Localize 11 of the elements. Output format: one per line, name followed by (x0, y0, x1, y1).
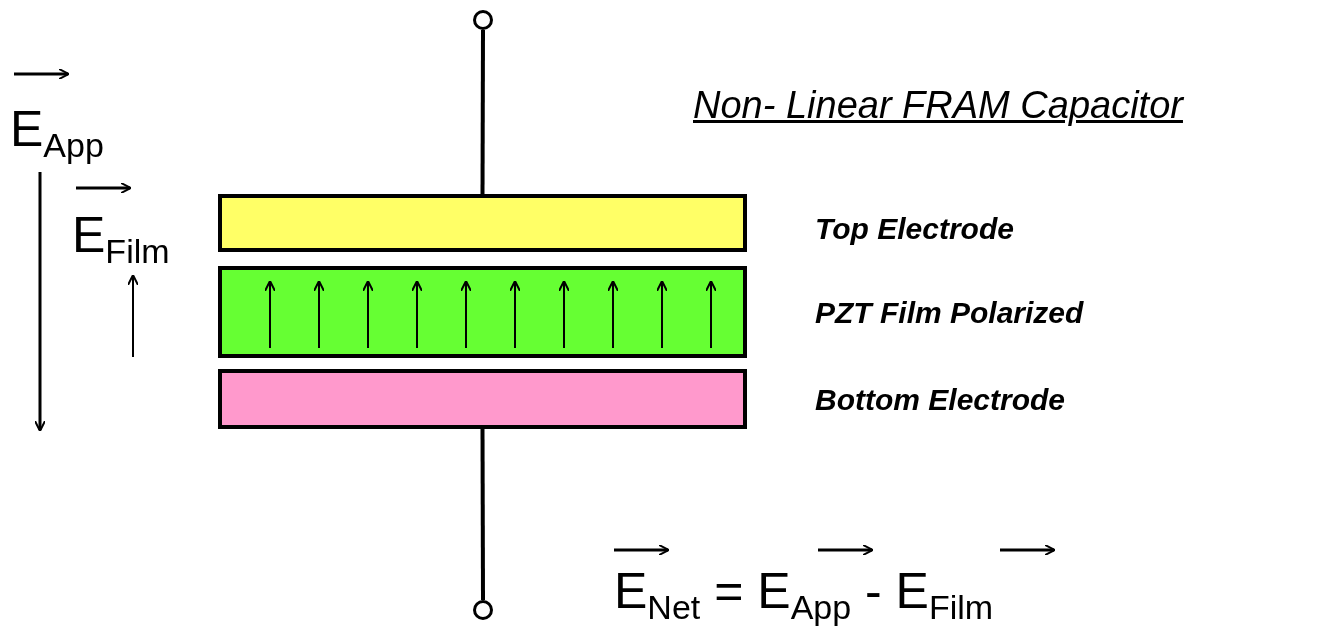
diagram-title: Non- Linear FRAM Capacitor (693, 84, 1183, 127)
field-label: E$_{Film}$ (72, 210, 170, 268)
connector-line (480, 429, 485, 600)
field-equation: E$_{Net}$ = E$_{App}$ - E$_{Film}$ (614, 566, 994, 624)
field-label: E$_{App}$ (10, 104, 104, 162)
layer-label: Top Electrode (815, 212, 1014, 246)
terminal-circle (473, 600, 493, 620)
layer-label: Bottom Electrode (815, 383, 1066, 417)
layer-label: PZT Film Polarized (815, 296, 1084, 330)
terminal-circle (473, 10, 493, 30)
connector-line (480, 30, 485, 194)
